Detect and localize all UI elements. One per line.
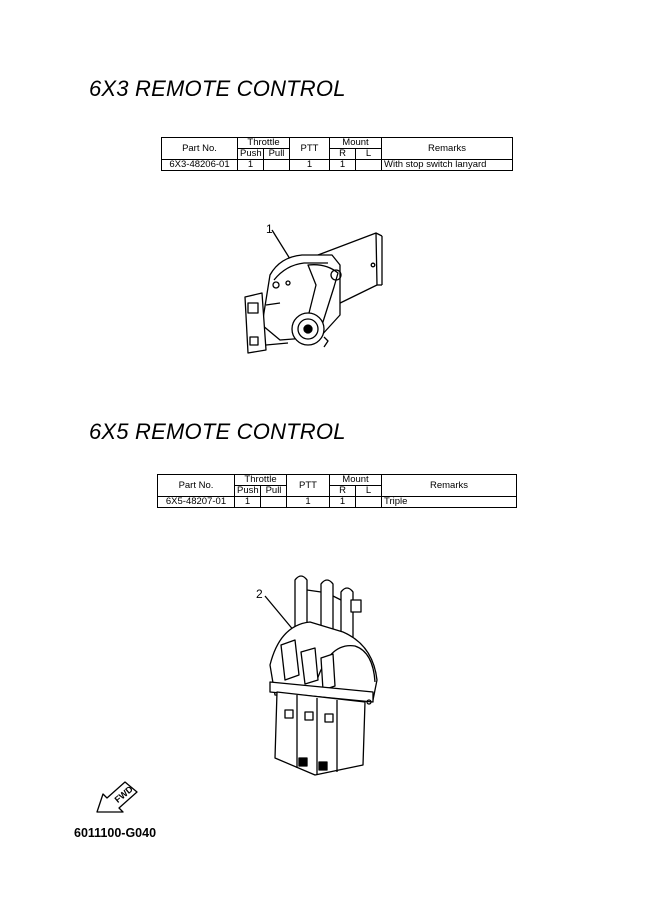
cell-ptt: 1 <box>286 496 330 508</box>
document-code: 6011100-G040 <box>74 826 157 840</box>
parts-table-6x5: Part No. Throttle PTT Mount Remarks Push… <box>157 474 517 508</box>
cell-pull <box>260 496 287 508</box>
cell-push: 1 <box>237 159 264 171</box>
single-remote-control-illustration <box>244 229 383 354</box>
cell-l <box>355 159 382 171</box>
table-row: 6X5-48207-01 1 1 1 Triple <box>157 496 517 508</box>
cell-part-no: 6X5-48207-01 <box>157 496 235 508</box>
parts-table-6x3: Part No. Throttle PTT Mount Remarks Push… <box>161 137 513 171</box>
header-mount: Mount <box>329 137 382 149</box>
cell-pull <box>263 159 290 171</box>
header-push: Push <box>237 148 264 160</box>
cell-push: 1 <box>234 496 261 508</box>
header-mount: Mount <box>329 474 382 486</box>
callout-number-2: 2 <box>256 587 263 601</box>
cell-ptt: 1 <box>289 159 330 171</box>
header-pull: Pull <box>260 485 287 497</box>
header-push: Push <box>234 485 261 497</box>
header-remarks: Remarks <box>381 137 513 160</box>
header-l: L <box>355 485 382 497</box>
callout-number-1: 1 <box>266 222 273 236</box>
table-row: 6X3-48206-01 1 1 1 With stop switch lany… <box>161 159 513 171</box>
cell-part-no: 6X3-48206-01 <box>161 159 238 171</box>
header-remarks: Remarks <box>381 474 517 497</box>
header-r: R <box>329 485 356 497</box>
header-part-no: Part No. <box>157 474 235 497</box>
header-part-no: Part No. <box>161 137 238 160</box>
header-ptt: PTT <box>289 137 330 160</box>
header-throttle: Throttle <box>237 137 290 149</box>
header-l: L <box>355 148 382 160</box>
header-pull: Pull <box>263 148 290 160</box>
header-r: R <box>329 148 356 160</box>
section-title-6x5: 6X5 REMOTE CONTROL <box>89 419 346 444</box>
cell-remarks: Triple <box>381 496 517 508</box>
section-title-6x3: 6X3 REMOTE CONTROL <box>89 76 346 101</box>
cell-r: 1 <box>329 159 356 171</box>
cell-l <box>355 496 382 508</box>
cell-remarks: With stop switch lanyard <box>381 159 513 171</box>
fwd-direction-arrow-icon: FWD <box>96 781 138 813</box>
header-throttle: Throttle <box>234 474 287 486</box>
header-ptt: PTT <box>286 474 330 497</box>
cell-r: 1 <box>329 496 356 508</box>
triple-remote-control-illustration <box>264 575 378 776</box>
